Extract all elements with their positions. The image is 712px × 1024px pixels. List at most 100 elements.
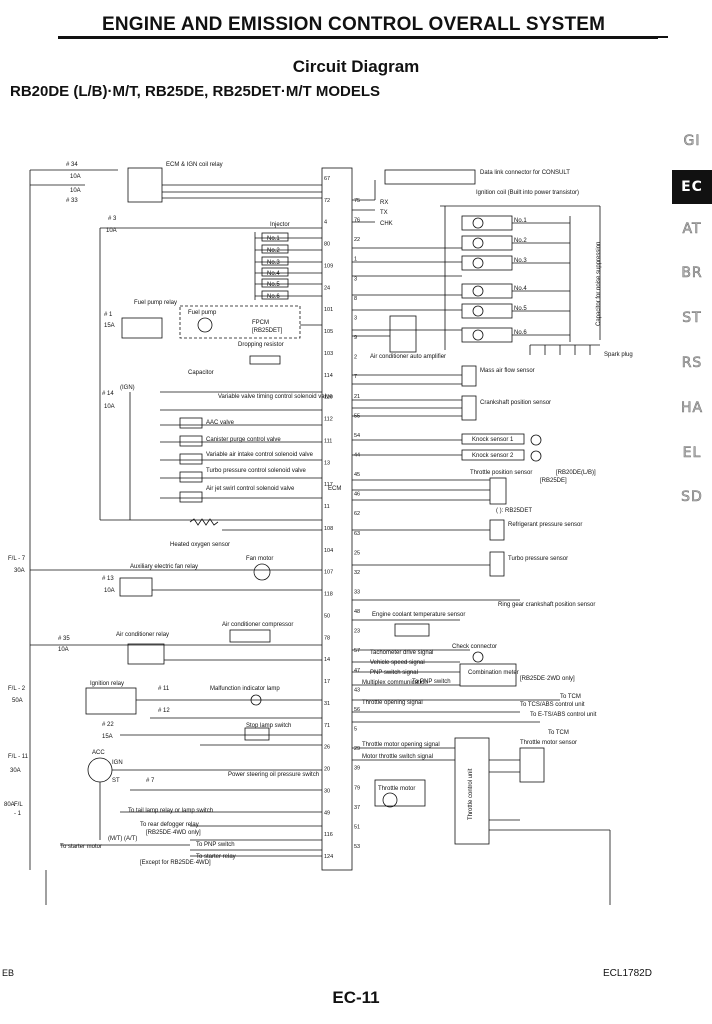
fuse-35-amp: 10A (58, 647, 69, 653)
ecm-pin-left: 114 (324, 373, 333, 379)
injector-no4: No.4 (267, 271, 280, 277)
tps-rb25de: [RB25DE] (540, 478, 567, 484)
ecm-pin-right: 7 (354, 374, 357, 380)
diagram-labels: # 34 # 33 10A 10A ECM & IGN coil relay #… (4, 162, 633, 866)
fuse-34-amp: 10A (70, 174, 81, 180)
ecm-pin-right: 5 (354, 727, 357, 733)
ecm-pin-left: 72 (324, 198, 330, 204)
ecm-pin-left: 116 (324, 832, 333, 838)
ecm-pin-left: 112 (324, 417, 333, 423)
ecm-relay-label: ECM & IGN coil relay (166, 162, 223, 168)
tps-rb20de: [RB20DE(L/B)] (556, 470, 596, 476)
vss-label: Vehicle speed signal (370, 660, 425, 666)
fpcm-label: FPCM (252, 320, 269, 326)
side-tab-ec[interactable]: EC (672, 170, 712, 204)
maf-label: Mass air flow sensor (480, 368, 535, 374)
starter-motor-label: To starter motor (60, 844, 102, 850)
ecm-pin-right: 46 (354, 492, 360, 498)
ecm-pin-left: 4 (324, 220, 327, 226)
fuse-13-amp: 10A (104, 588, 115, 594)
ecm-pin-right: 79 (354, 785, 360, 791)
ign-relay-label: Ignition relay (90, 681, 124, 687)
side-tab-at[interactable]: AT (682, 221, 702, 238)
ecm-pin-left: 118 (324, 592, 333, 598)
to-pnp-label: To PNP switch (412, 679, 451, 685)
ecm-pin-left: 110 (324, 395, 333, 401)
fuse-13-label: # 13 (102, 576, 114, 582)
ignition-coil-label: Ignition coil (Built into power transist… (476, 190, 579, 196)
fl2-label: F/L - 2 (8, 686, 26, 692)
side-tab-br[interactable]: BR (681, 265, 703, 282)
side-tab-sd[interactable]: SD (681, 489, 703, 506)
fuse-33-amp: 10A (70, 188, 81, 194)
fl11-label: F/L - 11 (8, 754, 29, 760)
injector-no2: No.2 (267, 248, 280, 254)
mil-label: Malfunction indicator lamp (210, 686, 280, 692)
throttle-cu-label: Throttle control unit (468, 768, 474, 820)
ecm-pin-right: 44 (354, 452, 360, 458)
ac-compressor-label: Air conditioner compressor (222, 622, 293, 628)
ets-label: To E-TS/ABS control unit (530, 712, 597, 718)
injector-no1: No.1 (267, 236, 280, 242)
ecm-pin-left: 109 (324, 263, 333, 269)
ac-amp-label: Air conditioner auto amplifier (370, 354, 446, 360)
drawing-ref: ECL1782D (603, 968, 652, 979)
rx-label: RX (380, 200, 388, 206)
ecm-pin-right: 76 (354, 218, 360, 224)
dlc-label: Data link connector for CONSULT (480, 170, 570, 176)
fuse-14-label: # 14 (102, 391, 114, 397)
wiring (29, 167, 611, 905)
fl1-label: - 1 (14, 811, 22, 817)
pnp-signal-label: PNP switch signal (370, 670, 418, 676)
ecm-pin-right: 8 (354, 296, 357, 302)
defogger-label: To rear defogger relay (140, 822, 199, 828)
ecm-pin-right: 29 (354, 746, 360, 752)
ecm-label: ECM (328, 486, 341, 492)
ecm-pin-right: 63 (354, 531, 360, 537)
coil-no6: No.6 (514, 330, 527, 336)
fuse-34-label: # 34 (66, 162, 78, 168)
coil-no5: No.5 (514, 306, 527, 312)
tail-lamp-label: To tail lamp relay or lamp switch (128, 808, 213, 814)
rb25det-note: ( ): RB25DET (496, 508, 532, 514)
ecm-pin-right: 51 (354, 824, 360, 830)
mt-label: (M/T) (108, 836, 122, 842)
ecm-pin-right: 22 (354, 237, 360, 243)
header-bar: ENGINE AND EMISSION CONTROL OVERALL SYST… (58, 8, 668, 39)
ecm-pin-left: 67 (324, 176, 330, 182)
side-tab-ha[interactable]: HA (680, 400, 704, 417)
ecm-pin-right: 23 (354, 629, 360, 635)
fl11-amp: 30A (10, 768, 21, 774)
side-tab-rs[interactable]: RS (681, 355, 703, 372)
fuel-pump-relay-label: Fuel pump relay (134, 300, 177, 306)
throttle-motor-open-label: Throttle motor opening signal (362, 742, 440, 748)
fuel-pump-label: Fuel pump (188, 310, 217, 316)
fuse-22-amp: 15A (102, 734, 113, 740)
check-connector-label: Check connector (452, 644, 497, 650)
rb25de4wd-label: [RB25DE·4WD only] (146, 830, 201, 836)
ecm-pin-left: 24 (324, 285, 330, 291)
ecm-pin-right: 62 (354, 511, 360, 517)
side-tab-gi[interactable]: GI (683, 133, 701, 150)
ecm-pin-right: 43 (354, 687, 360, 693)
at-label: (A/T) (124, 836, 137, 842)
ecm-pin-right: 45 (354, 472, 360, 478)
swirl-label: Air jet swirl control solenoid valve (206, 486, 295, 492)
ecm-pin-right: 32 (354, 570, 360, 576)
fl7-label: F/L - 7 (8, 556, 26, 562)
ecm-pin-right: 55 (354, 413, 360, 419)
ecm-pin-right: 3 (354, 315, 357, 321)
side-tab-st[interactable]: ST (682, 310, 702, 327)
ecm-pin-right: 56 (354, 707, 360, 713)
ecm-pin-right: 53 (354, 844, 360, 850)
ign-label: (IGN) (120, 385, 135, 391)
ect-label: Engine coolant temperature sensor (372, 612, 465, 618)
fuse-1-amp: 15A (104, 323, 115, 329)
combination-meter-label: Combination meter (468, 670, 519, 676)
side-tab-el[interactable]: EL (682, 445, 702, 462)
fl2-amp: 50A (12, 698, 23, 704)
refrigerant-label: Refrigerant pressure sensor (508, 522, 582, 528)
ecm-pin-left: 30 (324, 788, 330, 794)
throttle-signal-label: Throttle opening signal (362, 700, 423, 706)
